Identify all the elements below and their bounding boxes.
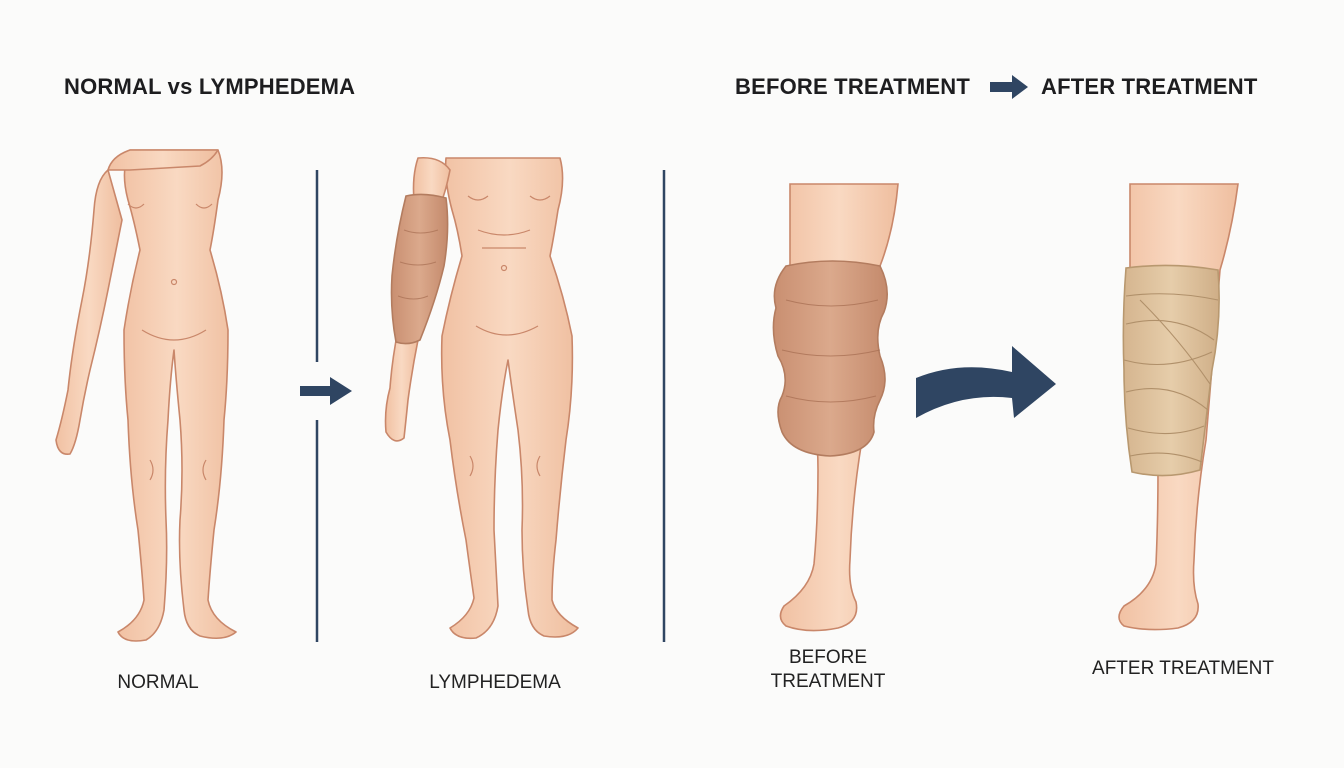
label-normal: NORMAL [117, 672, 199, 693]
label-before-treatment: BEFORE TREATMENT [758, 646, 898, 694]
swollen-arm-texture [397, 229, 439, 300]
normal-body-details [127, 203, 213, 481]
swollen-knee [772, 260, 888, 457]
treatment-arrow-icon [916, 346, 1056, 418]
lymphedema-body-figure [384, 156, 579, 640]
heading-after-treatment: AFTER TREATMENT [1041, 74, 1258, 99]
heading-normal-vs-lymphedema: NORMAL vs LYMPHEDEMA [64, 74, 356, 99]
label-before-line1: BEFORE [788, 647, 868, 668]
swollen-arm [390, 193, 449, 345]
label-lymphedema: LYMPHEDEMA [429, 672, 561, 693]
heading-arrow-icon [990, 75, 1028, 99]
transition-arrow-icon [300, 377, 352, 405]
compression-bandage [1122, 264, 1220, 477]
before-leg [772, 183, 899, 632]
normal-body-figure [55, 149, 237, 642]
label-before-line2: TREATMENT [770, 671, 886, 692]
heading-before-treatment: BEFORE TREATMENT [735, 74, 971, 99]
lymphedema-body-details [467, 195, 551, 477]
label-after-treatment: AFTER TREATMENT [1092, 658, 1274, 679]
after-leg [1118, 183, 1239, 631]
